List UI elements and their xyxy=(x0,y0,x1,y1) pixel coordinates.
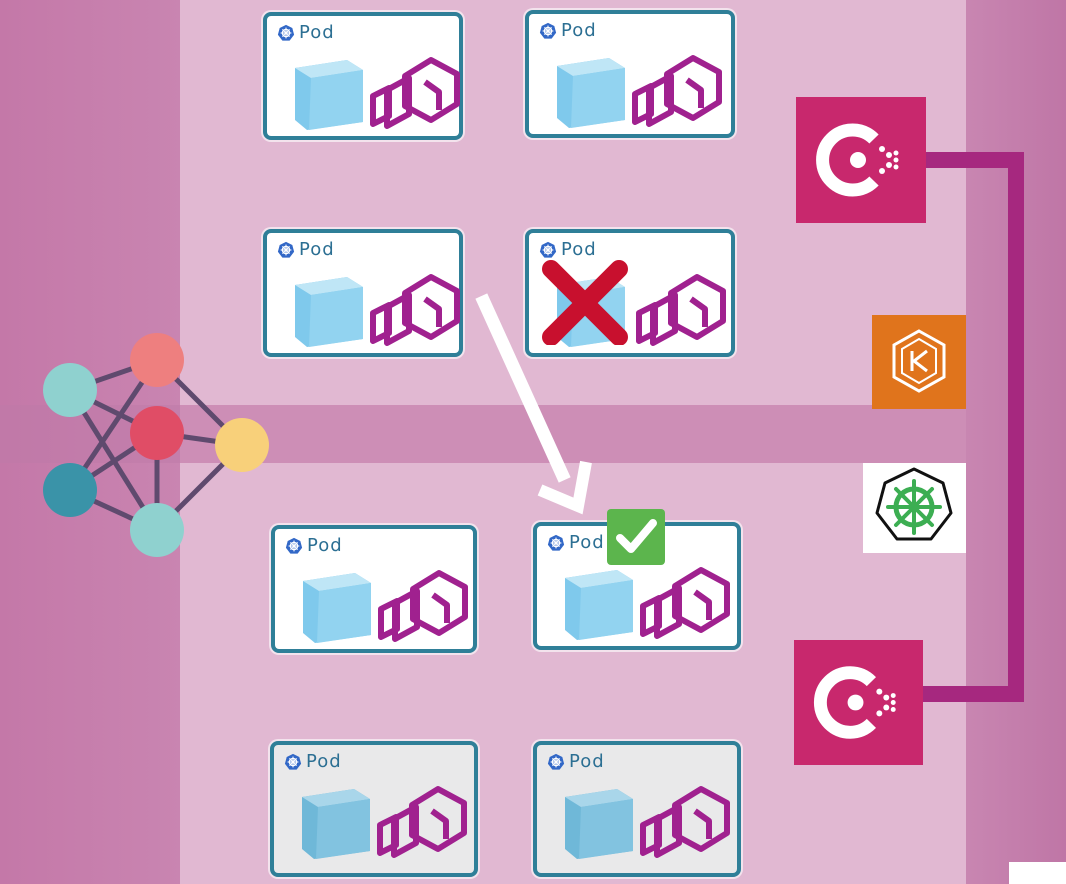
pod-card: Pod xyxy=(270,741,478,877)
pod-label: Pod xyxy=(299,239,335,260)
envoy-icon xyxy=(370,274,460,346)
kubernetes-icon xyxy=(875,467,953,541)
pod-label: Pod xyxy=(569,532,605,553)
pod-label: Pod xyxy=(299,22,335,43)
pod-label: Pod xyxy=(569,751,605,772)
pod-card: Pod xyxy=(271,525,477,653)
kubernetes-icon xyxy=(539,22,557,39)
pod-label: Pod xyxy=(307,535,343,556)
envoy-icon xyxy=(640,786,730,858)
envoy-icon xyxy=(636,274,726,346)
pod-label: Pod xyxy=(561,239,597,260)
pod-card-failed: Pod xyxy=(525,229,735,357)
cube-icon xyxy=(302,789,370,859)
cube-icon xyxy=(303,573,371,643)
kubernetes-icon xyxy=(285,537,303,554)
kubernetes-icon xyxy=(284,753,302,770)
kubernetes-icon xyxy=(277,241,295,258)
consul-icon xyxy=(816,123,899,197)
cube-icon xyxy=(565,570,633,640)
checkmark-icon xyxy=(607,509,665,565)
cube-icon xyxy=(557,58,625,128)
kubernetes-icon xyxy=(547,753,565,770)
envoy-icon xyxy=(640,567,730,639)
kubernetes-icon xyxy=(547,534,565,551)
cube-icon xyxy=(565,789,633,859)
pod-card-restored: Pod xyxy=(533,522,741,650)
cross-icon xyxy=(542,260,628,345)
corner-patch xyxy=(1009,862,1066,884)
kubernetes-icon xyxy=(539,241,557,258)
consul-server xyxy=(796,97,926,223)
pod-card: Pod xyxy=(525,10,735,138)
eks-service xyxy=(872,315,966,409)
cube-icon xyxy=(295,60,363,130)
pod-label: Pod xyxy=(306,751,342,772)
envoy-icon xyxy=(378,570,468,642)
kubernetes-service xyxy=(863,463,966,553)
cube-icon xyxy=(295,277,363,347)
envoy-icon xyxy=(377,786,467,858)
eks-icon xyxy=(892,329,946,393)
pod-card: Pod xyxy=(263,229,463,357)
envoy-icon xyxy=(632,55,722,127)
pod-label: Pod xyxy=(561,20,597,41)
consul-icon xyxy=(814,666,896,739)
pod-card: Pod xyxy=(533,741,741,877)
pod-card: Pod xyxy=(263,12,463,140)
consul-server xyxy=(794,640,923,765)
network-band xyxy=(180,405,966,463)
kubernetes-icon xyxy=(277,24,295,41)
envoy-icon xyxy=(370,57,460,129)
